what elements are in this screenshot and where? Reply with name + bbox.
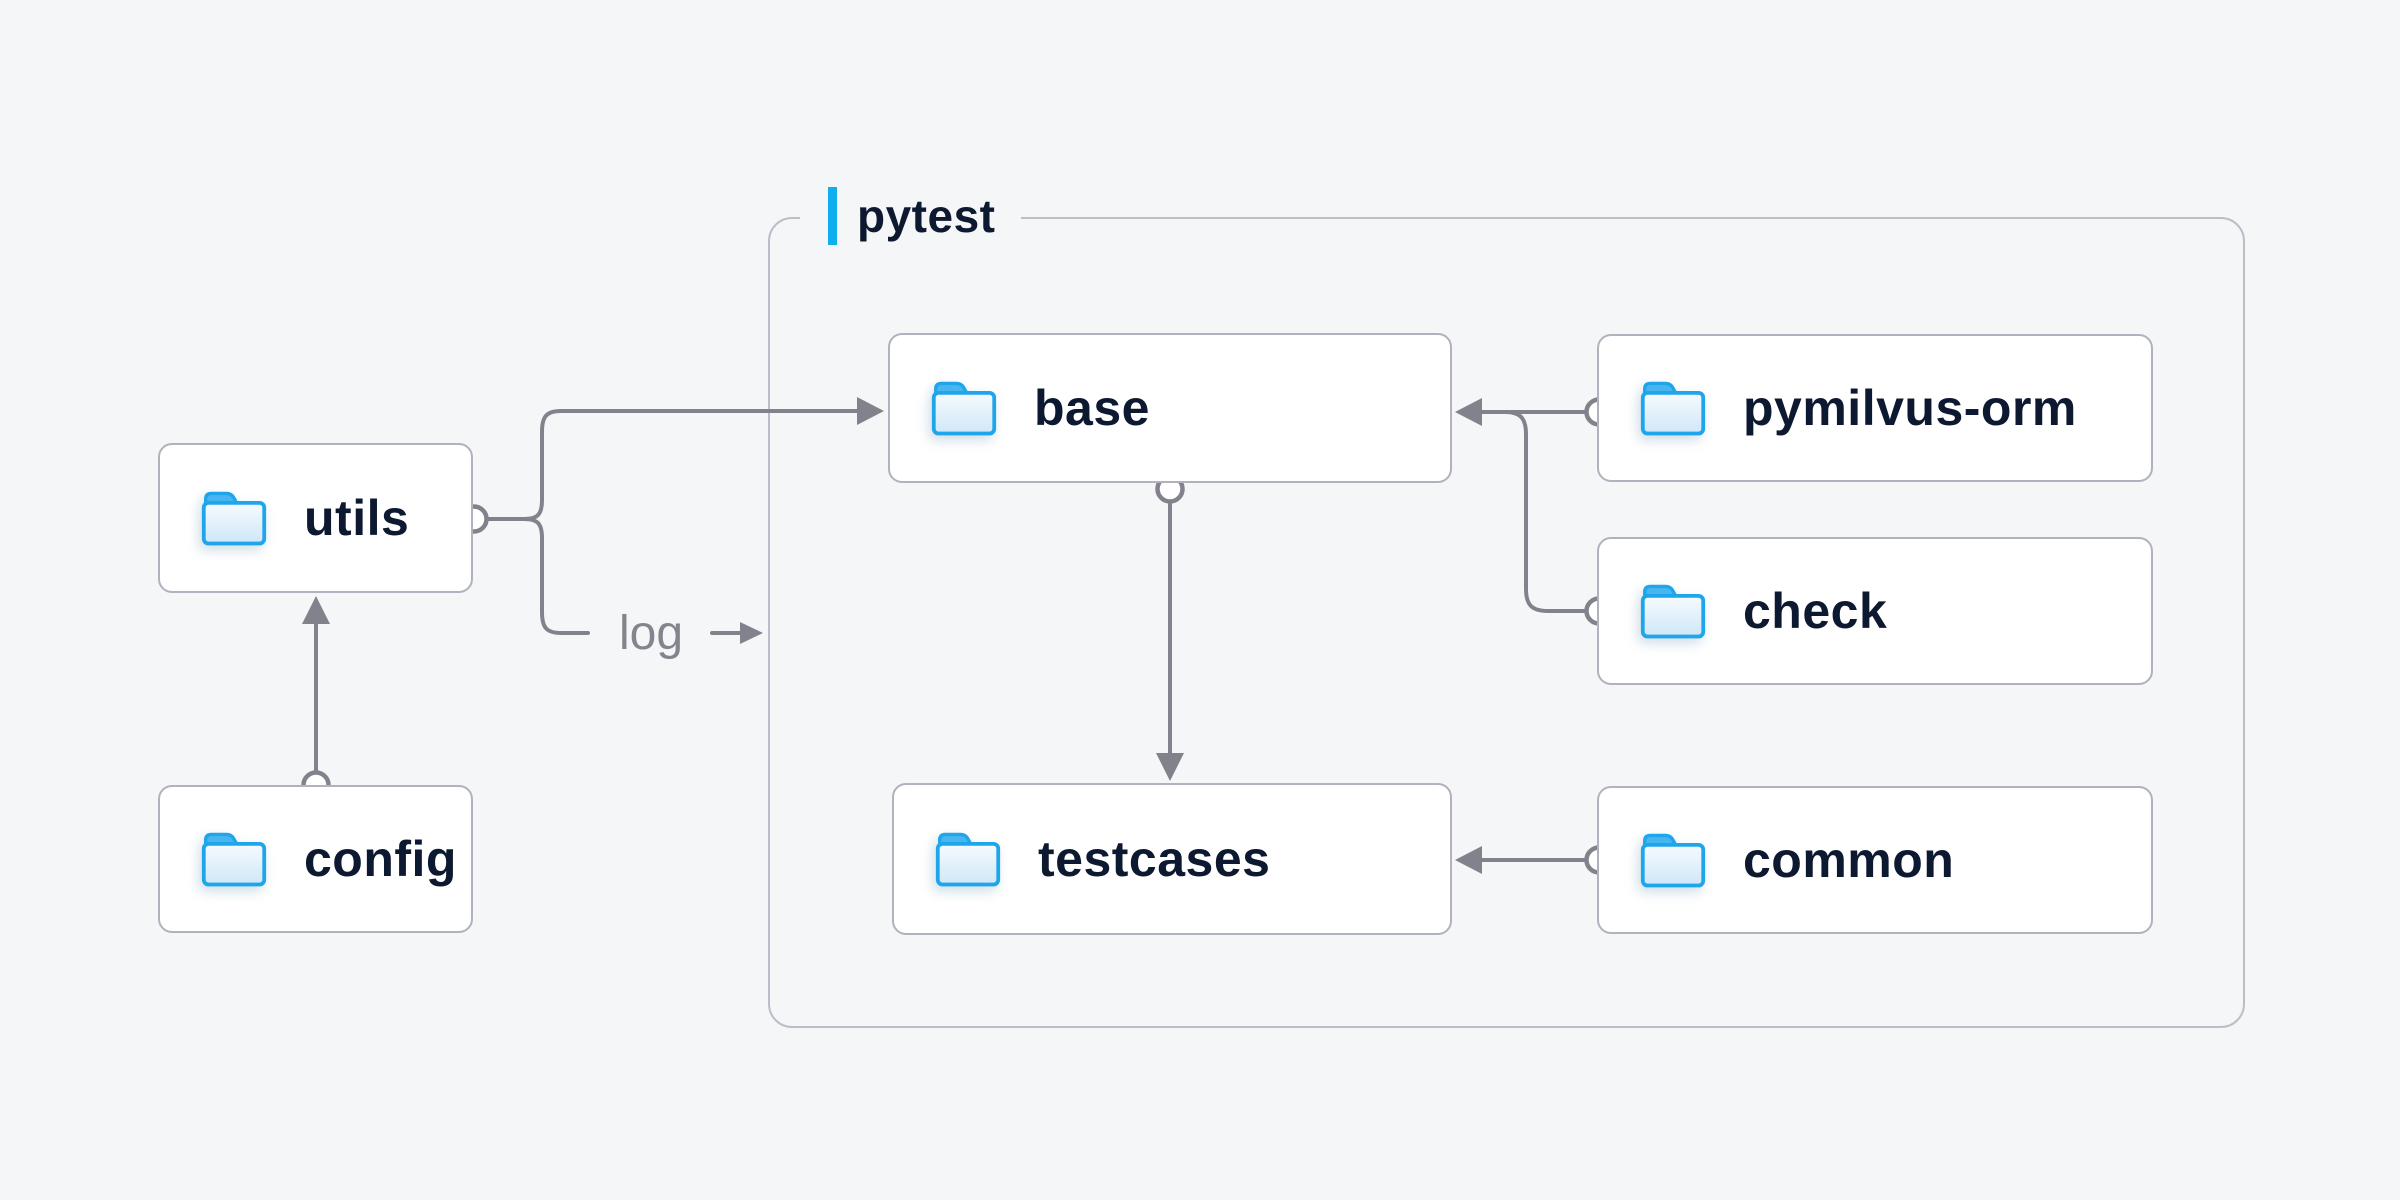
node-label: utils [304,490,410,546]
node-label: base [1034,380,1150,436]
folder-icon [1639,581,1707,641]
node-utils[interactable]: utils [158,443,473,593]
folder-icon [1639,830,1707,890]
node-common[interactable]: common [1597,786,2153,934]
folder-icon [1639,378,1707,438]
node-check[interactable]: check [1597,537,2153,685]
log-edge-label: log [596,602,706,664]
node-label: check [1743,583,1888,639]
node-label: pymilvus-orm [1743,380,2077,436]
group-title: pytest [857,190,996,242]
edge-config-utils [301,596,331,800]
pytest-group-container [768,217,2245,1028]
node-label: testcases [1038,831,1271,887]
node-testcases[interactable]: testcases [892,783,1452,935]
node-label: config [304,831,457,887]
folder-icon [200,488,268,548]
node-label: common [1743,832,1955,888]
pytest-group-label: pytest [800,184,1022,248]
node-config[interactable]: config [158,785,473,933]
node-base[interactable]: base [888,333,1452,483]
folder-icon [200,829,268,889]
node-pymilvus-orm[interactable]: pymilvus-orm [1597,334,2153,482]
folder-icon [930,378,998,438]
folder-icon [934,829,1002,889]
accent-bar [828,187,837,245]
